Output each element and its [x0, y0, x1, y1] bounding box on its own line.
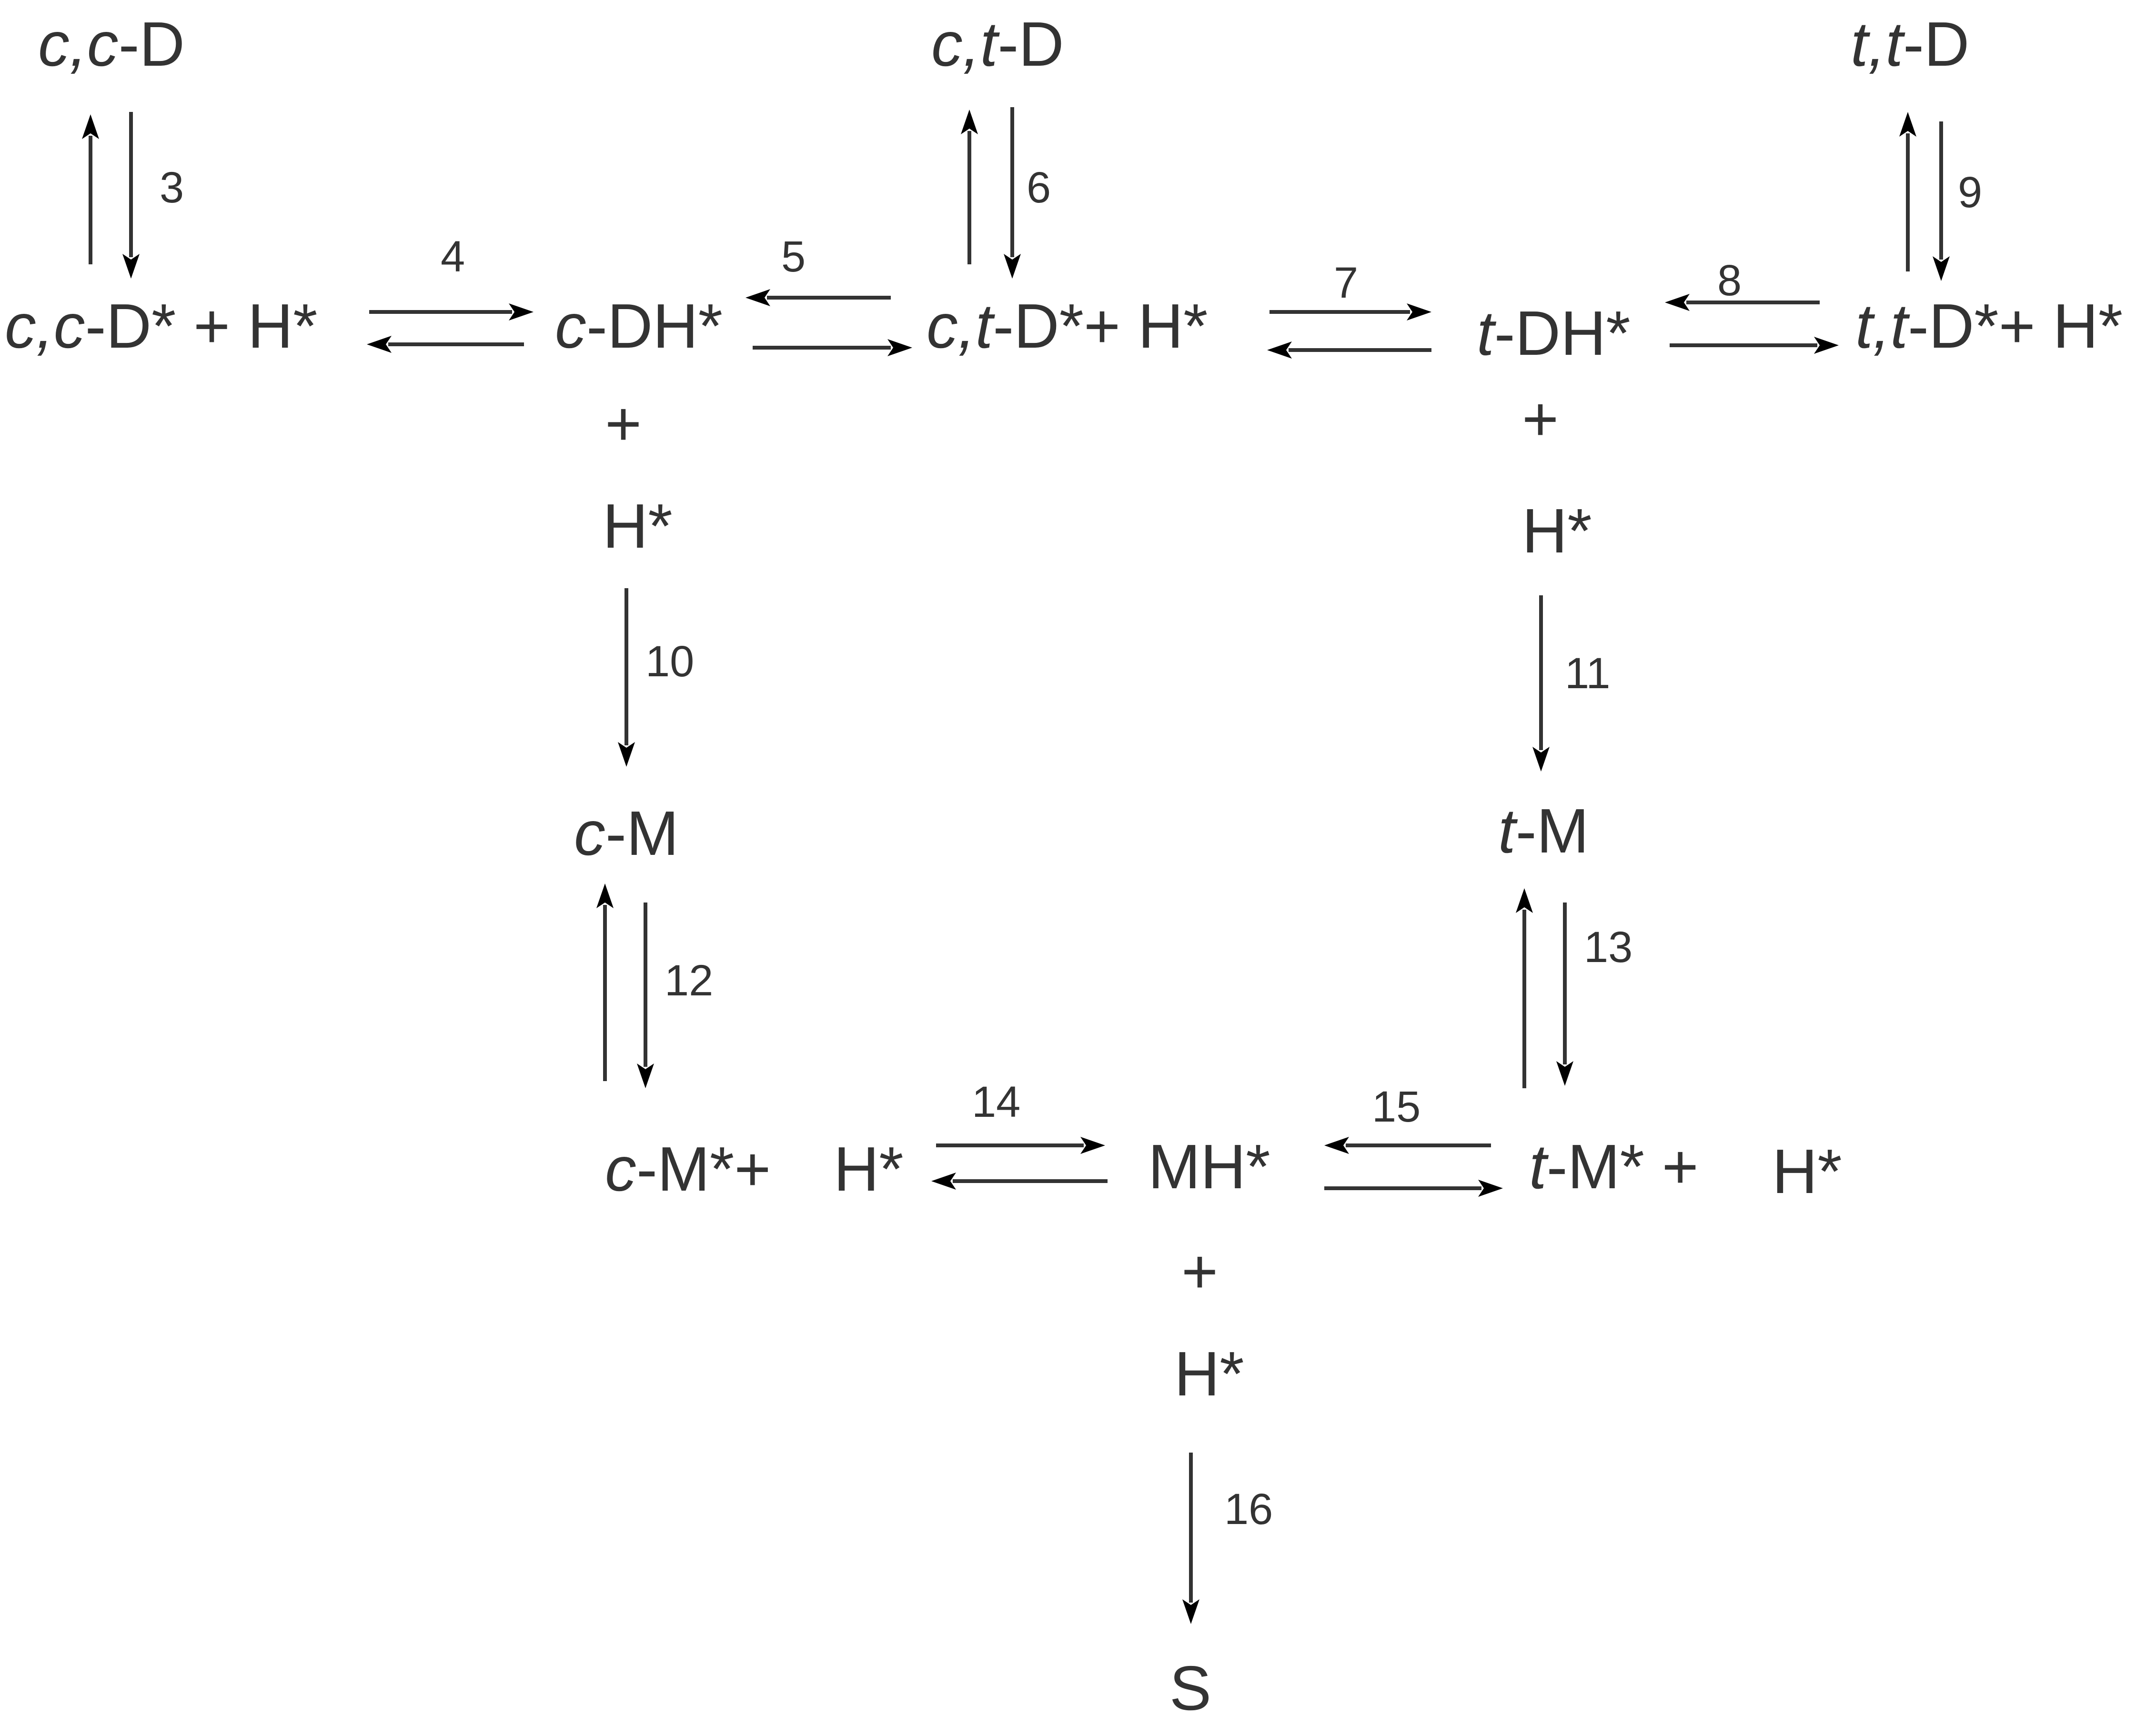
reaction-13-down-arrow [1556, 903, 1573, 1086]
reaction-15-reverse-arrow [1324, 1137, 1491, 1154]
h-bottom-left: H* [834, 1134, 904, 1204]
plus-left: + [605, 389, 642, 459]
plus-right: + [1522, 384, 1559, 454]
species-cc-d: c,c-D [38, 9, 185, 79]
reaction-11-label: 11 [1565, 649, 1611, 698]
reaction-4-label: 4 [441, 232, 465, 281]
reaction-9-up-arrow [1899, 112, 1916, 271]
reaction-16-arrow [1182, 1453, 1199, 1624]
reaction-8-forward-arrow [1670, 337, 1839, 354]
species-tt-d: t,t-D [1851, 9, 1969, 79]
species-ct-d: c,t-D [931, 9, 1064, 79]
h-bottom: H* [1174, 1339, 1244, 1409]
reaction-6-up-arrow [961, 110, 978, 264]
reaction-14-label: 14 [972, 1078, 1020, 1126]
species-ct-dstar-h: c,t-D*+ H* [927, 291, 1208, 361]
reaction-5-reverse-arrow [746, 289, 891, 306]
reaction-8-reverse-arrow [1665, 294, 1820, 311]
species-t-mstar: t-M* + [1529, 1132, 1699, 1202]
species-c-mstar: c-M*+ [605, 1134, 771, 1204]
reaction-12-label: 12 [665, 956, 713, 1005]
species-cc-dstar-h: c,c-D* + H* [5, 291, 317, 361]
reaction-4-reverse-arrow [367, 336, 524, 353]
reaction-8-label: 8 [1717, 256, 1742, 305]
reaction-15-forward-arrow [1324, 1180, 1503, 1197]
reaction-3-up-arrow [82, 114, 99, 264]
reaction-6-label: 6 [1027, 163, 1051, 212]
h-left: H* [603, 491, 673, 561]
species-tt-dstar-h: t,t-D*+ H* [1855, 291, 2123, 361]
reaction-5-label: 5 [781, 232, 806, 281]
reaction-13-label: 13 [1584, 923, 1632, 972]
species-t-dh: t-DH* [1477, 298, 1631, 368]
reaction-9-label: 9 [1958, 168, 1982, 217]
species-s: S [1169, 1653, 1211, 1723]
reaction-4-forward-arrow [369, 303, 534, 321]
reaction-3-label: 3 [160, 163, 184, 212]
h-bottom-right: H* [1772, 1136, 1842, 1206]
reaction-13-up-arrow [1516, 888, 1533, 1088]
reaction-5-forward-arrow [753, 339, 912, 356]
h-right: H* [1522, 496, 1592, 566]
reaction-15-label: 15 [1372, 1083, 1421, 1131]
reaction-10-arrow [618, 588, 635, 767]
plus-bottom: + [1181, 1236, 1218, 1306]
reaction-14-reverse-arrow [931, 1173, 1108, 1190]
reaction-9-down-arrow [1933, 121, 1950, 281]
reaction-6-down-arrow [1004, 107, 1021, 279]
reaction-14-forward-arrow [936, 1137, 1105, 1154]
reaction-11-arrow [1532, 595, 1550, 772]
reaction-7-reverse-arrow [1267, 341, 1431, 359]
species-c-dh: c-DH* [555, 291, 723, 361]
species-mh: MH* [1148, 1132, 1270, 1202]
reaction-7-forward-arrow [1269, 303, 1431, 321]
reaction-16-label: 16 [1224, 1485, 1273, 1534]
reaction-7-label: 7 [1334, 259, 1358, 307]
reaction-10-label: 10 [645, 637, 694, 686]
reaction-12-down-arrow [637, 903, 654, 1088]
reaction-3-down-arrow [122, 112, 140, 279]
species-c-m: c-M [574, 798, 679, 868]
species-t-m: t-M [1498, 796, 1589, 866]
reaction-12-up-arrow [596, 883, 614, 1081]
